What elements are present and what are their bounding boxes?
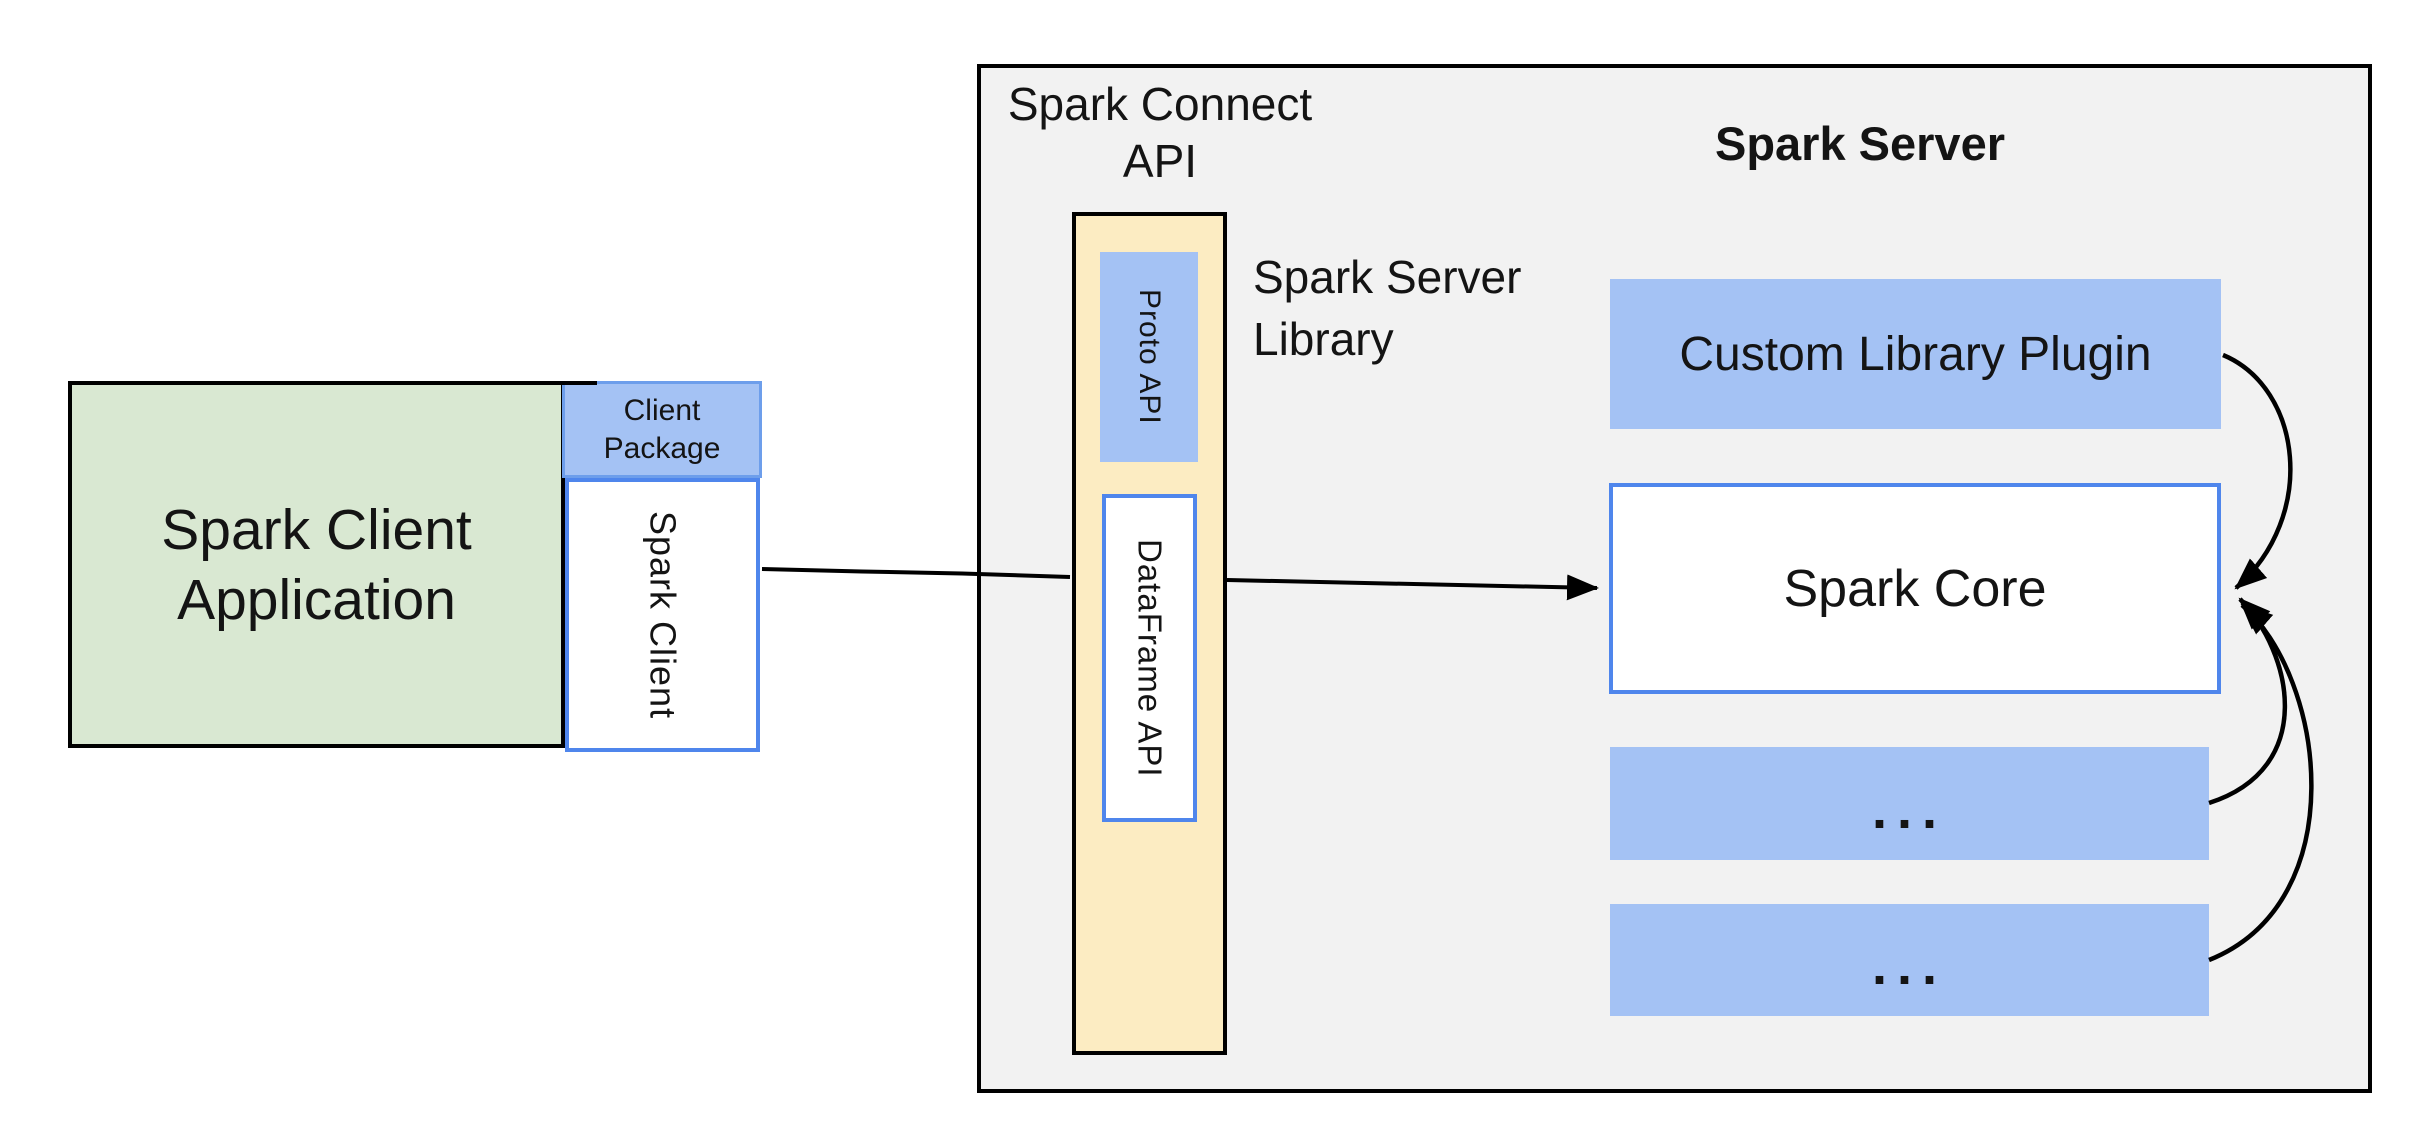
- spark-client-label: Spark Client: [642, 510, 684, 720]
- spark-connect-api-title-line2: API: [1122, 135, 1198, 187]
- client-package-label-line1: Client: [623, 393, 701, 427]
- proto-api-box: Proto API: [1100, 252, 1198, 462]
- plugin-slot-1-label: ...: [1871, 779, 1947, 840]
- plugin-slot-2-box: ...: [1610, 904, 2209, 1016]
- spark-client-application-label: Spark Client Application: [161, 495, 471, 635]
- custom-library-plugin-box: Custom Library Plugin: [1610, 279, 2221, 429]
- dataframe-api-label: DataFrame API: [1131, 538, 1169, 778]
- client-package-box: Client Package: [562, 381, 762, 478]
- client-application-label-line2: Application: [177, 567, 456, 632]
- client-application-label-line1: Spark Client: [161, 497, 472, 562]
- spark-core-label: Spark Core: [1783, 559, 2047, 618]
- client-package-label-line2: Package: [603, 431, 721, 465]
- client-package-label: Client Package: [604, 392, 721, 468]
- spark-core-box: Spark Core: [1609, 483, 2221, 694]
- spark-server-library-label-line1: Spark Server: [1253, 251, 1522, 303]
- proto-api-label: Proto API: [1133, 289, 1166, 425]
- spark-connect-api-title-line1: Spark Connect: [1007, 78, 1313, 130]
- plugin-slot-1-box: ...: [1610, 747, 2209, 860]
- spark-connect-api-title: Spark Connect API: [990, 76, 1330, 190]
- spark-server-library-label-line2: Library: [1253, 313, 1394, 365]
- spark-server-title: Spark Server: [1714, 117, 2006, 170]
- spark-server-library-label: Spark Server Library: [1253, 246, 1673, 370]
- spark-client-box: Spark Client: [565, 478, 760, 752]
- spark-client-application-box: Spark Client Application: [68, 381, 565, 748]
- dataframe-api-box: DataFrame API: [1102, 494, 1197, 822]
- custom-library-plugin-label: Custom Library Plugin: [1679, 327, 2152, 381]
- plugin-slot-2-label: ...: [1871, 936, 1947, 996]
